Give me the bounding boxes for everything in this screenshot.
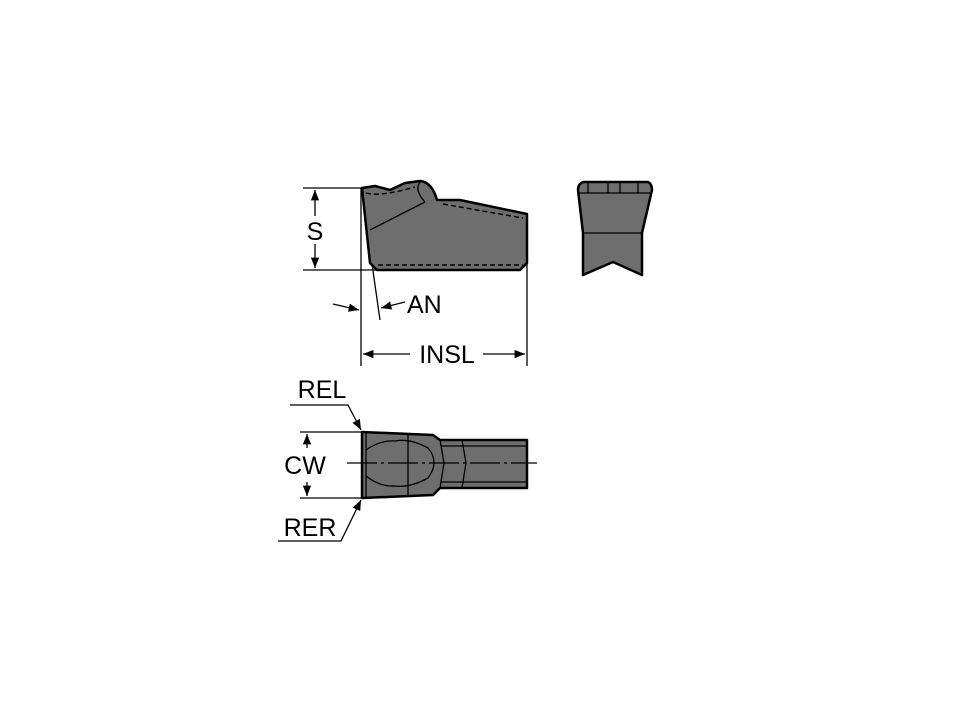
bump-edge (417, 181, 426, 203)
side-view-body (360, 179, 529, 272)
label-rer: RER (284, 514, 337, 542)
an-angle-line (371, 263, 381, 321)
label-insl: INSL (419, 341, 475, 369)
top-view: CW REL RER (278, 376, 537, 542)
hidden-line-slope (442, 203, 524, 219)
rer-leader (278, 499, 362, 542)
label-rel: REL (298, 376, 347, 404)
label-an: AN (407, 291, 442, 319)
an-arrow-left (332, 303, 360, 312)
hidden-line-top (365, 186, 416, 195)
rel-leader (290, 404, 362, 431)
an-arrow-right (380, 301, 406, 310)
chipbreaker-edge (369, 201, 426, 231)
end-view (576, 180, 654, 277)
label-cw: CW (284, 452, 326, 480)
side-view: S AN INSL (303, 179, 529, 369)
label-s: S (307, 218, 324, 246)
end-view-body (576, 180, 654, 277)
